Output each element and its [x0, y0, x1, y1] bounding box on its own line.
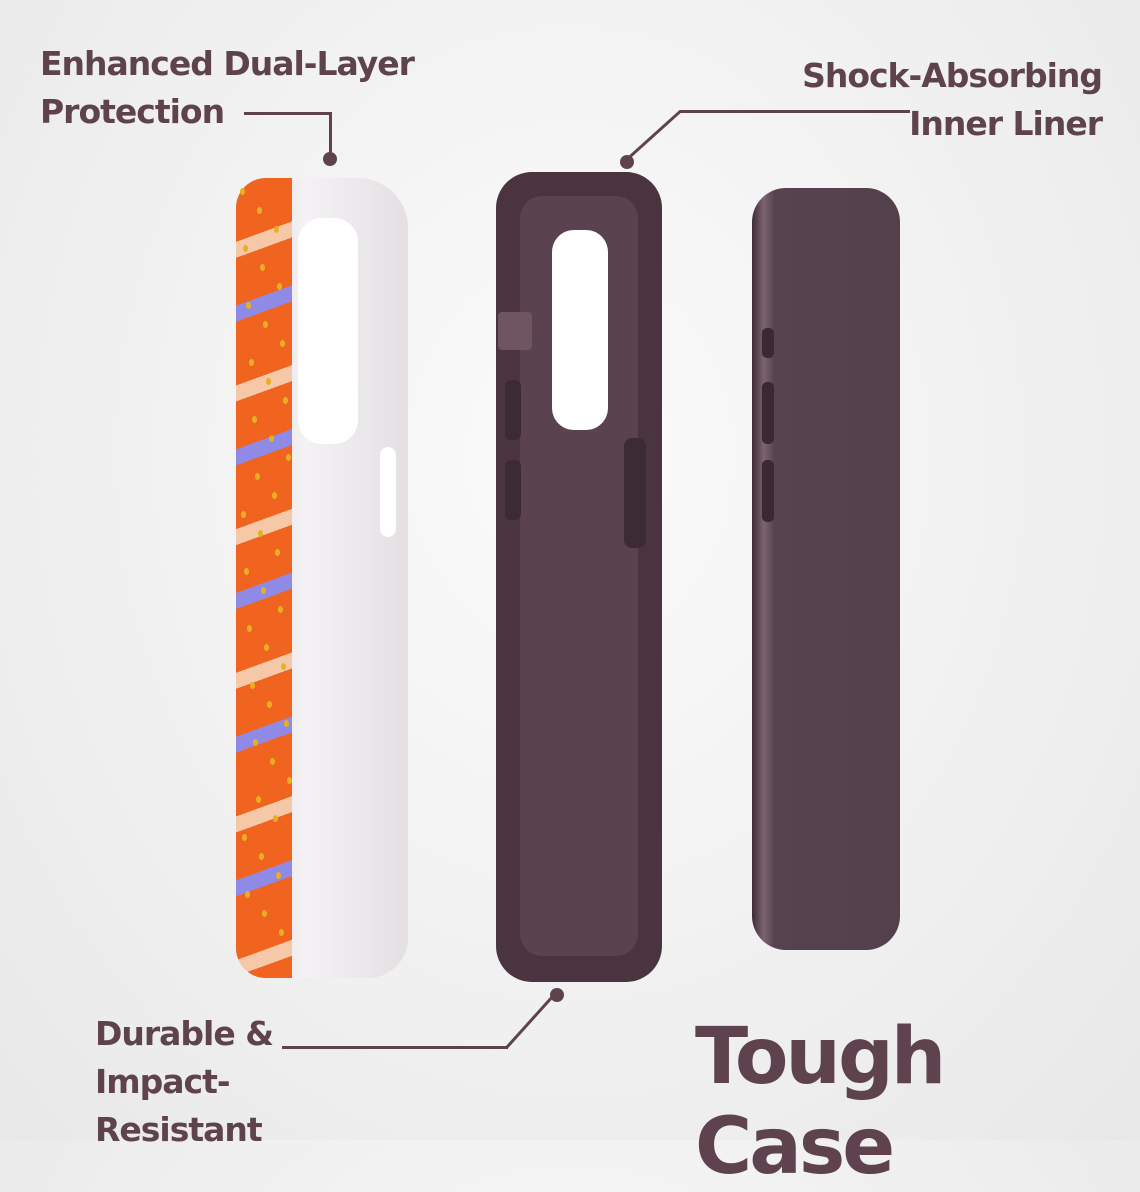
callout-outer-shell: Enhanced Dual-Layer Protection	[40, 44, 415, 131]
pattern-dot	[247, 625, 252, 632]
pattern-dot	[245, 891, 250, 898]
pattern-dot	[255, 473, 260, 480]
pattern-dot	[250, 682, 255, 689]
pattern-dot	[253, 739, 258, 746]
pattern-dot	[267, 701, 272, 708]
pattern-dot	[274, 226, 279, 233]
pattern-dot	[249, 359, 254, 366]
pattern-dot	[261, 587, 266, 594]
callout-inner-liner: Shock-Absorbing Inner Liner	[802, 56, 1103, 143]
callout-line	[680, 110, 910, 113]
callout-line	[506, 993, 556, 1049]
pattern-dot	[278, 606, 283, 613]
pattern-dot	[263, 321, 268, 328]
pattern-dot	[276, 872, 281, 879]
pattern-dot	[273, 815, 278, 822]
pattern-dot	[284, 720, 289, 727]
pattern-dot	[242, 834, 247, 841]
callout-dot	[550, 988, 564, 1002]
callout-dot	[620, 155, 634, 169]
pattern-dot	[243, 245, 248, 252]
pattern-dot	[240, 188, 245, 195]
pattern-dot	[244, 568, 249, 575]
callout-line	[624, 109, 682, 163]
pattern-dot	[287, 777, 292, 784]
pattern-dot	[257, 207, 262, 214]
pattern-dot	[277, 283, 282, 290]
pattern-dot	[246, 302, 251, 309]
callout-line	[282, 1046, 508, 1049]
pattern-dot	[256, 796, 261, 803]
callout-line	[244, 112, 332, 115]
pattern-dot	[270, 758, 275, 765]
pattern-dot	[272, 492, 277, 499]
pattern-dot	[280, 340, 285, 347]
pattern-dot	[258, 530, 263, 537]
pattern-dot	[279, 929, 284, 936]
pattern-dot	[286, 454, 291, 461]
callout-line	[329, 112, 332, 156]
pattern-dot	[283, 397, 288, 404]
pattern-dot	[259, 853, 264, 860]
pattern-dot	[252, 416, 257, 423]
pattern-dot	[269, 435, 274, 442]
pattern-dot	[241, 511, 246, 518]
pattern-dot	[275, 549, 280, 556]
pattern-dot	[281, 663, 286, 670]
callout-durability: Durable & Impact-Resistant	[95, 1014, 274, 1149]
pattern-dot	[266, 378, 271, 385]
product-title: Tough Case	[695, 1012, 946, 1192]
callout-dot	[323, 152, 337, 166]
pattern-dot	[260, 264, 265, 271]
pattern-dot	[262, 910, 267, 917]
pattern-dot	[264, 644, 269, 651]
